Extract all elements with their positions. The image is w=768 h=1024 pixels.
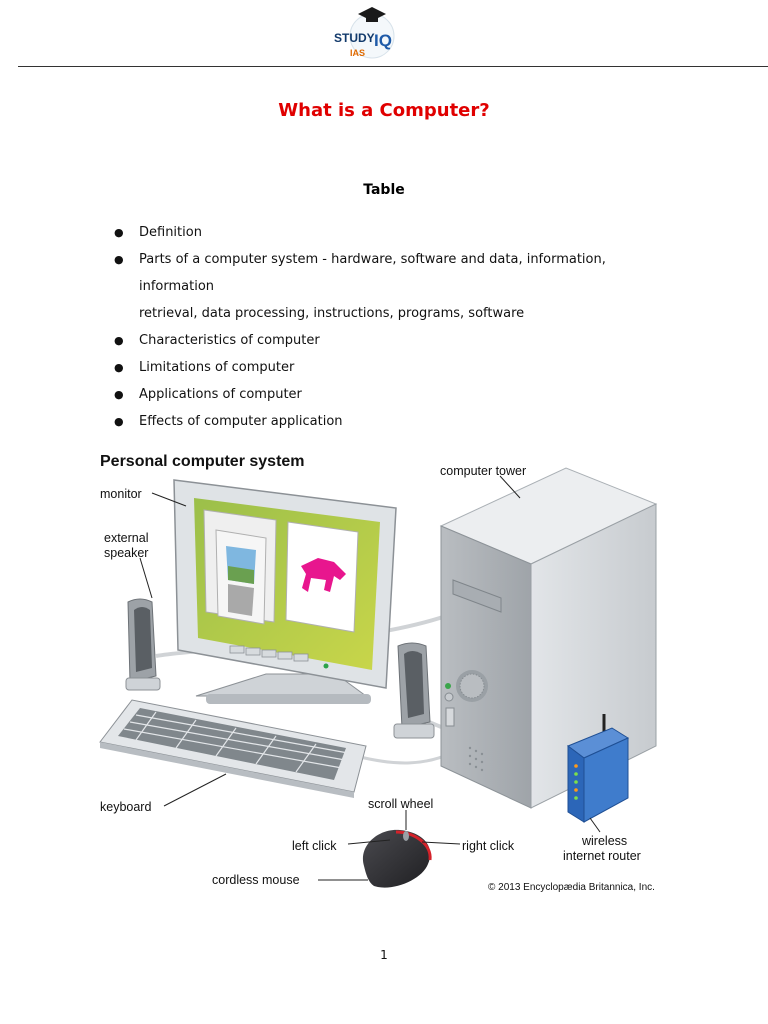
list-item: ●Applications of computer <box>114 387 302 402</box>
scroll-wheel <box>403 831 409 841</box>
label-left-click: left click <box>292 839 337 853</box>
label-keyboard: keyboard <box>100 800 151 814</box>
computer-system-figure: Personal computer system <box>99 453 658 893</box>
page-number: 1 <box>380 948 388 962</box>
page-title: What is a Computer? <box>278 100 490 121</box>
computer-tower <box>439 467 658 809</box>
label-computer-tower: computer tower <box>440 464 526 478</box>
keyboard <box>99 699 367 798</box>
monitor <box>173 479 397 704</box>
figure-title: Personal computer system <box>100 453 305 470</box>
wireless-router <box>566 714 630 823</box>
logo-ias-text: IAS <box>350 48 365 58</box>
list-item: ●Limitations of computer <box>114 360 295 375</box>
horse-image <box>301 558 346 592</box>
right-speaker <box>393 642 435 739</box>
list-item: ●Effects of computer application <box>114 414 343 429</box>
list-item: ●Characteristics of computer <box>114 333 320 348</box>
list-item: ●Definition <box>114 225 202 240</box>
logo-study-text: STUDY <box>334 31 375 45</box>
label-scroll-wheel: scroll wheel <box>368 797 433 811</box>
toc-list: ●Definition ●Parts of a computer system … <box>114 219 674 435</box>
graduation-cap-icon <box>358 7 386 21</box>
label-external: external <box>104 531 148 545</box>
label-wireless: wireless <box>581 834 627 848</box>
figure-copyright: © 2013 Encyclopædia Britannica, Inc. <box>488 882 655 893</box>
list-item-continuation: retrieval, data processing, instructions… <box>139 306 525 321</box>
study-iq-logo: STUDY IQ IAS <box>334 7 395 59</box>
cordless-mouse <box>362 829 432 888</box>
label-internet-router: internet router <box>563 849 641 863</box>
toc-heading: Table <box>363 182 405 198</box>
label-monitor: monitor <box>100 487 142 501</box>
list-item: ●Parts of a computer system - hardware, … <box>114 252 606 294</box>
header-divider <box>18 66 768 67</box>
label-cordless-mouse: cordless mouse <box>212 873 300 887</box>
label-right-click: right click <box>462 839 515 853</box>
left-speaker <box>125 598 161 691</box>
logo-iq-text: IQ <box>374 31 392 50</box>
label-speaker: speaker <box>104 546 148 560</box>
